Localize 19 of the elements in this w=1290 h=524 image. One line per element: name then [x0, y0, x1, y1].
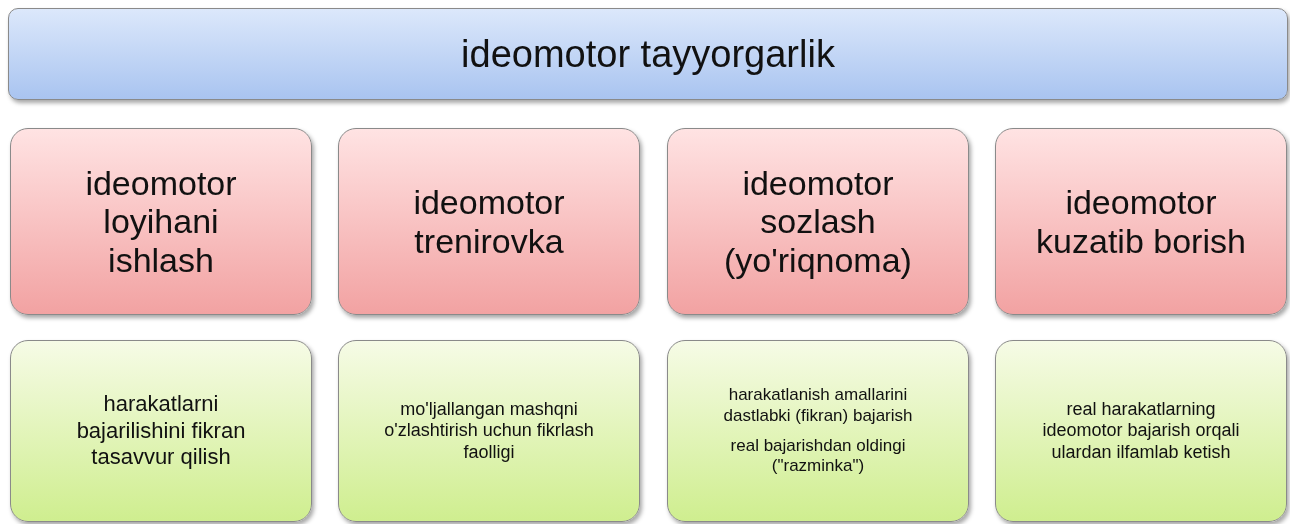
box-text: real harakatlarning ideomotor bajarish orqali ulardan ilfamlab ketish	[1041, 398, 1241, 464]
stage-box	[995, 128, 1287, 315]
box-text: ideomotor loyihani ishlash	[84, 163, 238, 280]
stage-box	[667, 128, 969, 315]
box-text: harakatlarni bajarilishini fikran tasavvur qilish	[75, 391, 247, 471]
box-text: mo'ljallangan mashqni o'zlashtirish uchun fikrlash faolligi	[384, 398, 594, 464]
description-box	[10, 340, 312, 522]
stage-box	[338, 128, 640, 315]
box-text: ideomotor trenirovka	[412, 183, 566, 260]
box-text: ideomotor kuzatib borish	[1035, 183, 1247, 260]
title-text: ideomotor tayyorgarlik	[461, 32, 835, 76]
description-box	[995, 340, 1287, 522]
stage-box	[10, 128, 312, 315]
box-text: real bajarishdan oldingi ("razminka")	[729, 436, 907, 477]
header-box	[8, 8, 1288, 100]
box-text: harakatlanish amallarini dastlabki (fikran) bajarish	[722, 385, 914, 426]
description-box	[338, 340, 640, 522]
description-box	[667, 340, 969, 522]
box-text: ideomotor sozlash (yo'riqnoma)	[723, 163, 913, 280]
